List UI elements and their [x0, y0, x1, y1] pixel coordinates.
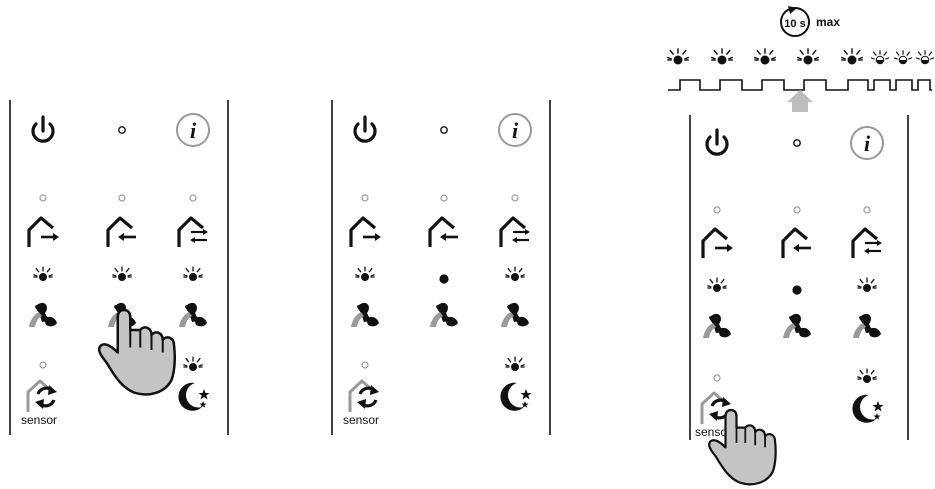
ventilation-out-icon[interactable]: [351, 218, 381, 247]
indicator-light-icon: [505, 267, 524, 281]
mode-led: [119, 195, 125, 201]
timing-sequence: 10 s max: [667, 6, 934, 112]
panel-right: sensor: [690, 115, 908, 484]
indicator-light-icon: [183, 357, 202, 371]
house-icon: [703, 229, 727, 258]
blink-light-icon: [841, 48, 863, 64]
ventilation-in-icon[interactable]: [430, 218, 458, 247]
blink-light-icon: [871, 50, 889, 64]
indicator-dot: [792, 285, 801, 294]
power-icon[interactable]: [355, 117, 375, 141]
ventilation-cross-icon[interactable]: [179, 218, 208, 247]
house-icon: [351, 218, 375, 247]
status-led: [119, 127, 125, 133]
fan-icon: [179, 303, 207, 327]
fan-icon: [501, 303, 529, 327]
fan-speed-2-button[interactable]: [430, 274, 458, 327]
touch-hand-icon: [709, 410, 775, 484]
ventilation-out-icon[interactable]: [703, 229, 733, 258]
fan-speed-1-button[interactable]: [351, 267, 379, 327]
mode-led: [362, 195, 368, 201]
mode-led: [190, 195, 196, 201]
panel-middle: sensor: [332, 100, 550, 435]
blink-light-icon: [916, 50, 934, 64]
status-led: [441, 127, 447, 133]
fan-speed-1-button[interactable]: [703, 278, 731, 338]
fan-icon: [29, 303, 57, 327]
house-icon: [430, 218, 454, 247]
house-icon: [783, 229, 807, 258]
blink-light-icon: [894, 50, 912, 64]
indicator-light-icon: [112, 267, 131, 281]
mode-led: [714, 207, 720, 213]
blink-light-icon: [754, 48, 776, 64]
mode-led: [441, 195, 447, 201]
pulse-waveform: [668, 80, 932, 90]
night-mode-button[interactable]: [500, 357, 531, 411]
fan-icon: [430, 303, 458, 327]
mode-led: [794, 207, 800, 213]
mode-led: [512, 195, 518, 201]
mode-led: [40, 195, 46, 201]
moon-icon: [852, 395, 883, 423]
indicator-light-icon: [183, 267, 202, 281]
fan-speed-1-button[interactable]: [29, 267, 57, 327]
up-arrow-icon: [787, 90, 813, 112]
indicator-light-icon: [857, 369, 876, 383]
blink-light-icon: [667, 48, 689, 64]
indicator-light-icon: [355, 267, 374, 281]
ventilation-in-icon[interactable]: [108, 218, 136, 247]
house-icon: [29, 218, 53, 247]
indicator-light-icon: [505, 357, 524, 371]
ventilation-cross-icon[interactable]: [501, 218, 530, 247]
indicator-light-icon: [33, 267, 52, 281]
panel-left: sensor: [10, 100, 228, 435]
ventilation-cross-icon[interactable]: [853, 229, 882, 258]
indicator-dot: [439, 274, 448, 283]
power-icon[interactable]: [33, 117, 53, 141]
info-icon[interactable]: [499, 114, 531, 146]
sensor-icon[interactable]: [350, 381, 379, 412]
blink-light-icon: [711, 48, 733, 64]
sensor-led: [362, 362, 368, 368]
status-led: [794, 140, 800, 146]
fan-speed-3-button[interactable]: [501, 267, 529, 327]
fan-speed-3-button[interactable]: [853, 278, 881, 338]
indicator-light-icon: [707, 278, 726, 292]
house-icon: [108, 218, 132, 247]
night-mode-button[interactable]: [852, 369, 883, 423]
sensor-label: sensor: [343, 413, 379, 427]
fan-speed-2-button[interactable]: [783, 285, 811, 338]
fan-icon: [783, 314, 811, 338]
blink-light-icon: [797, 48, 819, 64]
indicator-light-icon: [857, 278, 876, 292]
info-icon[interactable]: [177, 114, 209, 146]
fan-icon: [351, 303, 379, 327]
ventilation-in-icon[interactable]: [783, 229, 811, 258]
moon-icon: [500, 383, 531, 411]
duration-label: 10 s: [784, 18, 805, 30]
ventilation-out-icon[interactable]: [29, 218, 59, 247]
info-icon[interactable]: [851, 127, 883, 159]
moon-icon: [178, 383, 209, 411]
max-label: max: [816, 15, 840, 29]
sensor-label: sensor: [21, 413, 57, 427]
sensor-led: [714, 375, 720, 381]
fan-speed-3-button[interactable]: [179, 267, 207, 327]
power-icon[interactable]: [707, 130, 727, 154]
mode-led: [864, 207, 870, 213]
night-mode-button[interactable]: [178, 357, 209, 411]
fan-icon: [853, 314, 881, 338]
sensor-led: [40, 362, 46, 368]
fan-icon: [703, 314, 731, 338]
sensor-icon[interactable]: [28, 381, 57, 412]
